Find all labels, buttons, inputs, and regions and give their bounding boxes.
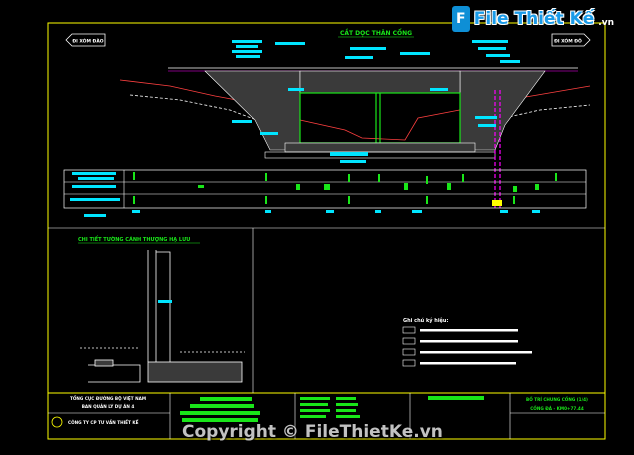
org-line-2: BAN QUẢN LÝ DỰ ÁN 4 [82,404,135,409]
svg-text:ĐI XÓM ĐÀO: ĐI XÓM ĐÀO [72,38,103,45]
copyright-watermark: Copyright © FileThietKe.vn [182,422,443,442]
title-block-frame [47,392,606,440]
consultant-name: CÔNG TY CP TƯ VẤN THIẾT KẾ [68,419,139,425]
brand-name: File Thiết Kế [473,9,595,29]
culvert-body [204,70,546,159]
pile-marker [492,90,502,210]
arrow-right: ĐI XÓM ĐÔ [551,33,591,47]
section-title: CẮT DỌC THÂN CỐNG [340,29,412,37]
arrow-left: ĐI XÓM ĐÀO [65,33,106,47]
title-block [48,393,605,439]
detail-title: CHI TIẾT TƯỜNG CÁNH THƯỢNG HẠ LƯU [78,235,190,243]
brand-icon: F [451,6,470,32]
sheet-title-2: CỐNG ĐÁ - KM0+77.44 [530,406,584,411]
notes-title: Ghi chú ký hiệu: [403,317,449,324]
wing-wall-detail [80,250,245,383]
brand-domain: .vn [598,18,614,28]
annotation-blocks [232,40,520,163]
notes-legend [402,326,532,367]
brand-logo: F File Thiết Kế .vn [451,6,614,32]
sheet-title-1: BỐ TRÍ CHUNG CỐNG (1/4) [526,397,588,402]
org-line-1: TỔNG CỤC ĐƯỜNG BỘ VIỆT NAM [70,396,146,401]
wing-wall-label [158,300,172,303]
profile-table [63,169,587,217]
svg-text:ĐI XÓM ĐÔ: ĐI XÓM ĐÔ [554,38,582,45]
